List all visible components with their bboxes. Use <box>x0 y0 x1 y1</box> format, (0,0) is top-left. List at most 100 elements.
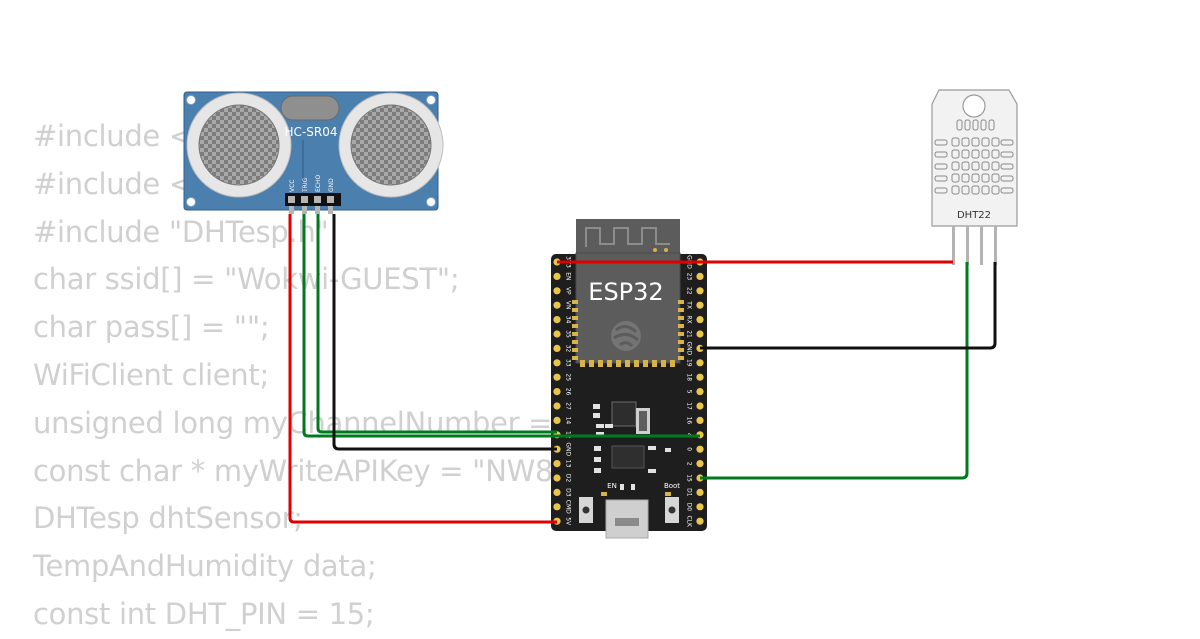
module-pad <box>572 332 578 336</box>
esp32-pin[interactable] <box>696 287 704 295</box>
grille-slot <box>961 149 970 159</box>
wire-hcsr04-trig[interactable] <box>302 214 700 438</box>
esp32-pin[interactable] <box>553 316 561 324</box>
pin[interactable] <box>327 196 334 203</box>
grille-slot <box>981 161 990 171</box>
esp32-pin[interactable] <box>696 388 704 396</box>
pin[interactable] <box>314 196 321 203</box>
esp32-pin[interactable] <box>553 330 561 338</box>
wire-hcsr04-vcc-5v[interactable] <box>288 214 557 524</box>
en-label: EN <box>607 482 617 490</box>
mounting-hole <box>186 197 196 207</box>
mounting-hole <box>426 197 436 207</box>
esp32-pin-label: RX <box>686 315 693 323</box>
module-pad <box>678 356 684 360</box>
esp32-pin[interactable] <box>696 503 704 511</box>
wires <box>288 214 997 524</box>
pin-leg <box>328 206 333 214</box>
grille-slot <box>961 161 970 171</box>
esp32-pin-label: 26 <box>565 388 572 396</box>
antenna-trace <box>585 227 670 247</box>
pin[interactable] <box>301 196 308 203</box>
esp32-pin[interactable] <box>696 301 704 309</box>
module-pad <box>607 360 612 367</box>
esp32-pin[interactable] <box>553 503 561 511</box>
esp32-pin[interactable] <box>696 359 704 367</box>
wire-hcsr04-echo[interactable] <box>316 214 557 434</box>
esp32-pin[interactable] <box>553 287 561 295</box>
module-pad <box>625 360 630 367</box>
smd-part <box>594 457 601 462</box>
esp32-board[interactable]: ESP32 EN Boot <box>551 219 707 539</box>
dht22-label: DHT22 <box>957 210 991 221</box>
wire-dht22-data[interactable] <box>700 262 969 480</box>
esp32-pin[interactable] <box>696 373 704 381</box>
esp32-pin[interactable] <box>696 272 704 280</box>
esp32-pin[interactable] <box>696 330 704 338</box>
dht22-leg-vcc[interactable] <box>952 226 955 265</box>
esp32-pin[interactable] <box>553 416 561 424</box>
module-pad <box>572 356 578 360</box>
module-pad <box>572 340 578 344</box>
grille-slot <box>1000 175 1014 182</box>
pin-leg <box>315 206 320 214</box>
esp32-pin[interactable] <box>696 316 704 324</box>
smd-part <box>596 432 604 436</box>
pin[interactable] <box>288 196 295 203</box>
right-transducer <box>338 92 444 198</box>
esp32-pin-label: 32 <box>565 345 572 353</box>
module-pad <box>652 360 657 367</box>
esp32-pin[interactable] <box>553 301 561 309</box>
espressif-logo-icon <box>611 321 641 351</box>
esp32-pin[interactable] <box>696 445 704 453</box>
module-pad <box>589 360 594 367</box>
dht22-sensor[interactable]: DHT22 <box>931 89 1018 265</box>
smd-part <box>593 404 600 409</box>
esp32-pin-label: D3 <box>565 488 572 497</box>
smd-part <box>594 468 601 473</box>
esp32-pin[interactable] <box>696 460 704 468</box>
esp32-pin[interactable] <box>553 373 561 381</box>
voltage-regulator <box>611 401 637 427</box>
module-pads <box>572 300 684 367</box>
module-pad <box>572 348 578 352</box>
wire-hcsr04-gnd[interactable] <box>332 214 557 451</box>
hc-sr04-label: HC-SR04 <box>285 125 338 139</box>
regulator-tab-inner <box>639 411 647 431</box>
esp32-pin[interactable] <box>553 402 561 410</box>
module-pad <box>598 360 603 367</box>
esp32-pin[interactable] <box>553 460 561 468</box>
dht22-leg-gnd[interactable] <box>994 226 997 265</box>
boot-button-cap <box>668 506 676 514</box>
dht22-leg-nc[interactable] <box>980 226 983 265</box>
esp32-pin[interactable] <box>553 388 561 396</box>
mounting-hole <box>186 95 196 105</box>
esp32-pin[interactable] <box>696 402 704 410</box>
esp32-pin-label: 14 <box>565 417 572 425</box>
grille-slot <box>971 185 980 195</box>
esp32-pin[interactable] <box>696 517 704 525</box>
esp32-label: ESP32 <box>588 278 663 306</box>
grille-slot <box>971 173 980 183</box>
esp32-pin[interactable] <box>553 474 561 482</box>
esp32-pin-label: 5 <box>686 390 693 394</box>
hc-sr04-sensor[interactable]: HC-SR04 VCC TRIG ECHO GND <box>183 91 444 214</box>
esp32-pin[interactable] <box>553 272 561 280</box>
esp32-pin[interactable] <box>553 488 561 496</box>
esp32-pin-label: EN <box>565 272 572 280</box>
grille-slot <box>991 137 1000 147</box>
grille-slot <box>951 185 960 195</box>
esp32-pin[interactable] <box>553 344 561 352</box>
dht22-leg-data[interactable] <box>966 226 969 265</box>
esp32-pin[interactable] <box>696 416 704 424</box>
smd-part <box>593 413 600 418</box>
antenna-pad <box>653 248 657 252</box>
esp32-pin[interactable] <box>696 488 704 496</box>
esp32-pin[interactable] <box>553 359 561 367</box>
esp32-pin-label: 0 <box>686 447 693 451</box>
wire-dht22-gnd[interactable] <box>700 262 997 350</box>
esp32-pin-label: TX <box>686 300 693 309</box>
esp32-pin-label: 13 <box>565 460 572 468</box>
esp32-pin-label: 2 <box>686 462 693 466</box>
esp32-pin-label: 35 <box>565 330 572 338</box>
